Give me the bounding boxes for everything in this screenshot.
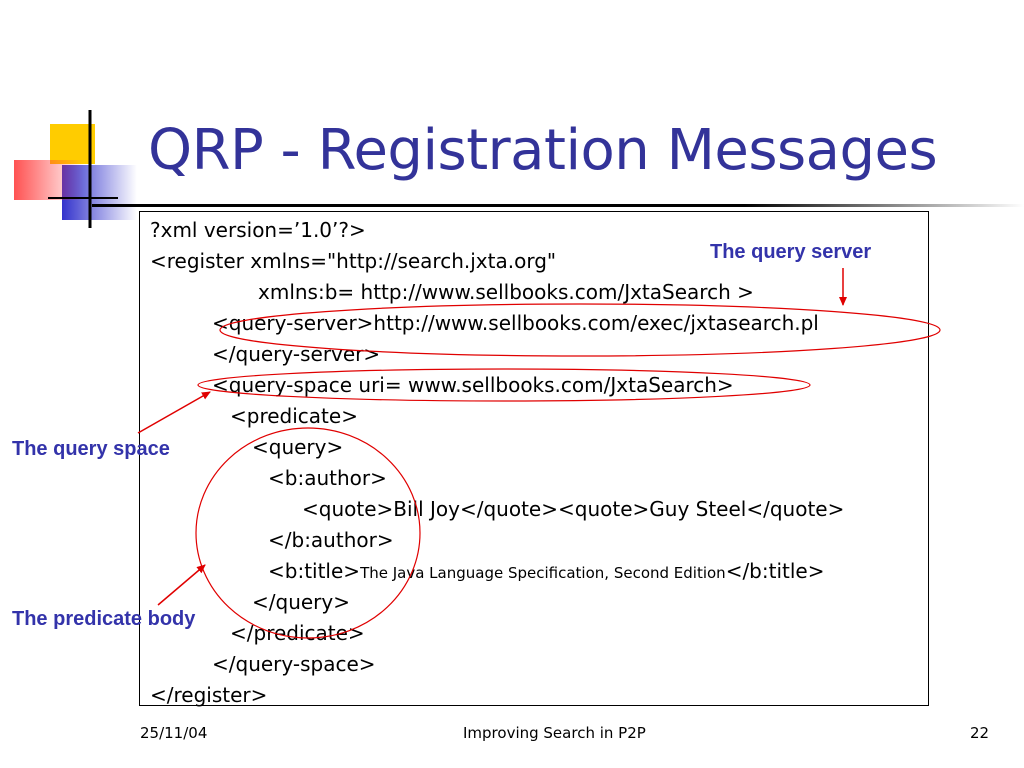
annotation-query-server: The query server [710, 241, 872, 263]
footer-center-text: Improving Search in P2P [463, 724, 646, 742]
code-line-xml-declaration: ?xml version=’1.0’?> [150, 218, 366, 242]
code-line-register-open: <register xmlns="http://search.jxta.org" [150, 249, 557, 273]
title-tag-close: </b:title> [725, 559, 825, 583]
code-line-query-close: </query> [252, 590, 350, 614]
title-tag-open: <b:title> [268, 559, 361, 583]
code-line-query-space-open: <query-space uri= www.sellbooks.com/Jxta… [212, 373, 734, 397]
annotation-predicate-body: The predicate body [12, 608, 196, 630]
code-line-quotes: <quote>Bill Joy</quote><quote>Guy Steel<… [302, 497, 845, 521]
code-line-query-server-open: <query-server>http://www.sellbooks.com/e… [212, 311, 819, 335]
annotation-query-space: The query space [12, 438, 170, 460]
code-line-register-close: </register> [150, 683, 268, 707]
slide-logo-graphic [14, 110, 137, 228]
code-line-xmlns-b: xmlns:b= http://www.sellbooks.com/JxtaSe… [258, 280, 754, 304]
book-title-text: The Java Language Specification, Second … [360, 564, 726, 582]
title-underline-rule [92, 204, 1024, 207]
code-line-title: <b:title>The Java Language Specification… [268, 559, 824, 585]
footer-page-number: 22 [970, 724, 990, 742]
logo-red-bar [14, 160, 84, 200]
code-line-query-space-close: </query-space> [212, 652, 376, 676]
code-line-predicate-close: </predicate> [230, 621, 365, 645]
slide-title: QRP - Registration Messages [148, 118, 938, 183]
logo-yellow-square [50, 124, 95, 164]
code-line-author-close: </b:author> [268, 528, 394, 552]
code-line-predicate-open: <predicate> [230, 404, 358, 428]
code-line-query-server-close: </query-server> [212, 342, 381, 366]
code-line-author-open: <b:author> [268, 466, 387, 490]
code-line-query-open: <query> [252, 435, 344, 459]
footer-date: 25/11/04 [140, 724, 208, 742]
